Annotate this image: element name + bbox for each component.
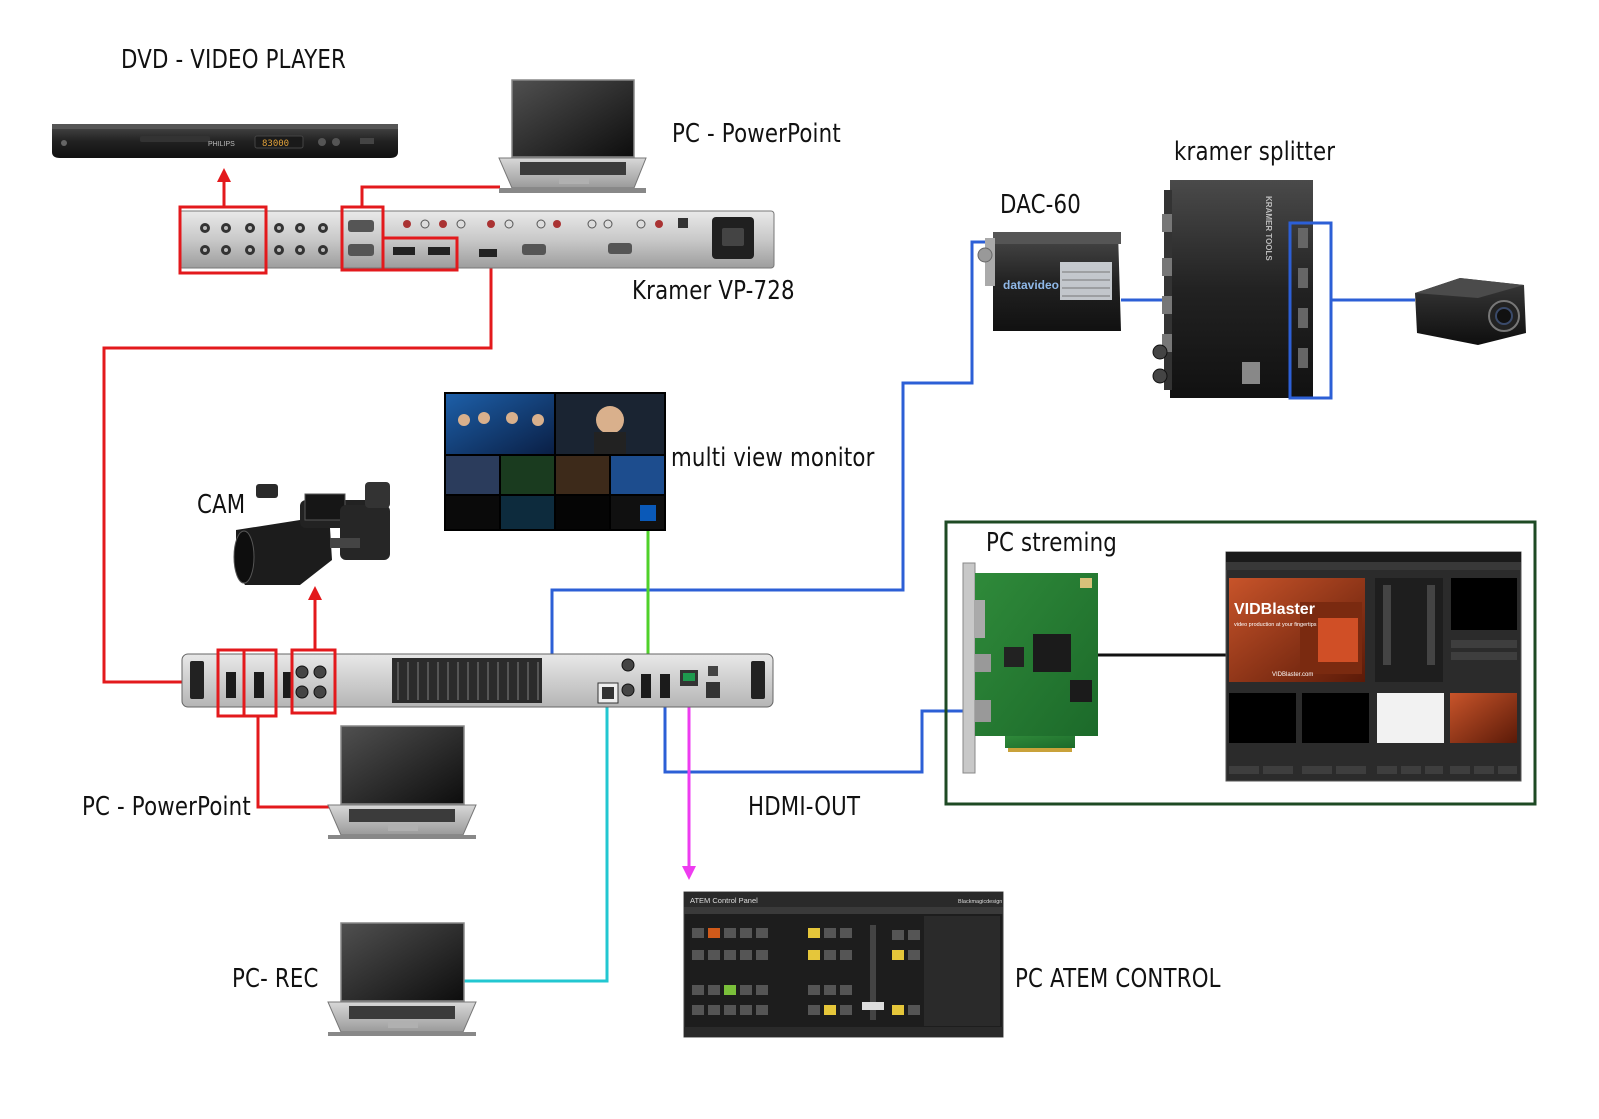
dvd-display-text: 83000	[262, 139, 289, 149]
wire-kramer-to-atem-switcher	[102, 265, 493, 684]
splitter-brand-text: KRAMER TOOLS	[1264, 196, 1273, 261]
capture-card-device	[962, 562, 1098, 774]
wire-hdmi-out-to-atem-panel	[682, 690, 696, 880]
kramer-input-highlight-boxes	[178, 205, 459, 275]
dac60-device	[977, 232, 1121, 331]
blackmagic-switcher-device	[181, 653, 774, 708]
multi-view-monitor	[444, 392, 666, 531]
label-pc-powerpoint-bottom: PC - PowerPoint	[82, 792, 251, 822]
splitter-output-highlight-box	[1288, 221, 1333, 400]
label-dac60: DAC-60	[1000, 190, 1081, 220]
laptop-powerpoint-top	[498, 79, 647, 193]
label-kramer-splitter: kramer splitter	[1174, 137, 1336, 167]
dvd-player	[52, 124, 398, 158]
atem-title-text: ATEM Control Panel	[690, 896, 758, 905]
wire-dvd-to-kramer	[217, 168, 231, 207]
dac60-brand-text: datavideo	[1003, 278, 1059, 292]
laptop-powerpoint-bottom	[327, 725, 477, 839]
pc-streaming-frame	[944, 520, 1537, 806]
label-dvd-video-player: DVD - VIDEO PLAYER	[121, 45, 347, 75]
wire-switcher-to-pc-rec	[461, 692, 609, 983]
label-kramer-vp728: Kramer VP-728	[632, 276, 795, 306]
atem-control-panel-screen	[683, 891, 1004, 1038]
vidblaster-window	[1225, 551, 1522, 782]
label-pc-rec: PC- REC	[232, 964, 319, 994]
laptop-pc-rec	[327, 922, 477, 1036]
label-hdmi-out: HDMI-OUT	[748, 792, 861, 822]
atem-vendor-text: Blackmagicdesign	[958, 899, 1002, 905]
label-cam: CAM	[197, 490, 246, 520]
label-pc-atem-control: PC ATEM CONTROL	[1015, 964, 1221, 994]
vidblaster-tagline-text: video production at your fingertips	[1234, 622, 1317, 628]
wire-switcher-to-capture-card	[663, 695, 975, 774]
label-pc-powerpoint-top: PC - PowerPoint	[672, 119, 841, 149]
vidblaster-title-text: VIDBlaster	[1234, 601, 1315, 618]
kramer-vp728-device	[178, 210, 775, 269]
wire-pc-to-kramer	[360, 185, 500, 207]
projector-device	[1415, 278, 1526, 345]
dvd-brand-text: PHILIPS	[208, 141, 235, 148]
switcher-highlight-boxes	[216, 648, 337, 718]
label-pc-streaming: PC streming	[986, 528, 1117, 558]
wire-switcher-to-cam	[308, 586, 322, 650]
wire-pc-powerpoint-to-switcher	[256, 716, 332, 809]
vidblaster-url-text: VIDBlaster.com	[1272, 672, 1313, 678]
label-multi-view-monitor: multi view monitor	[671, 443, 875, 473]
camcorder-device	[233, 482, 390, 585]
